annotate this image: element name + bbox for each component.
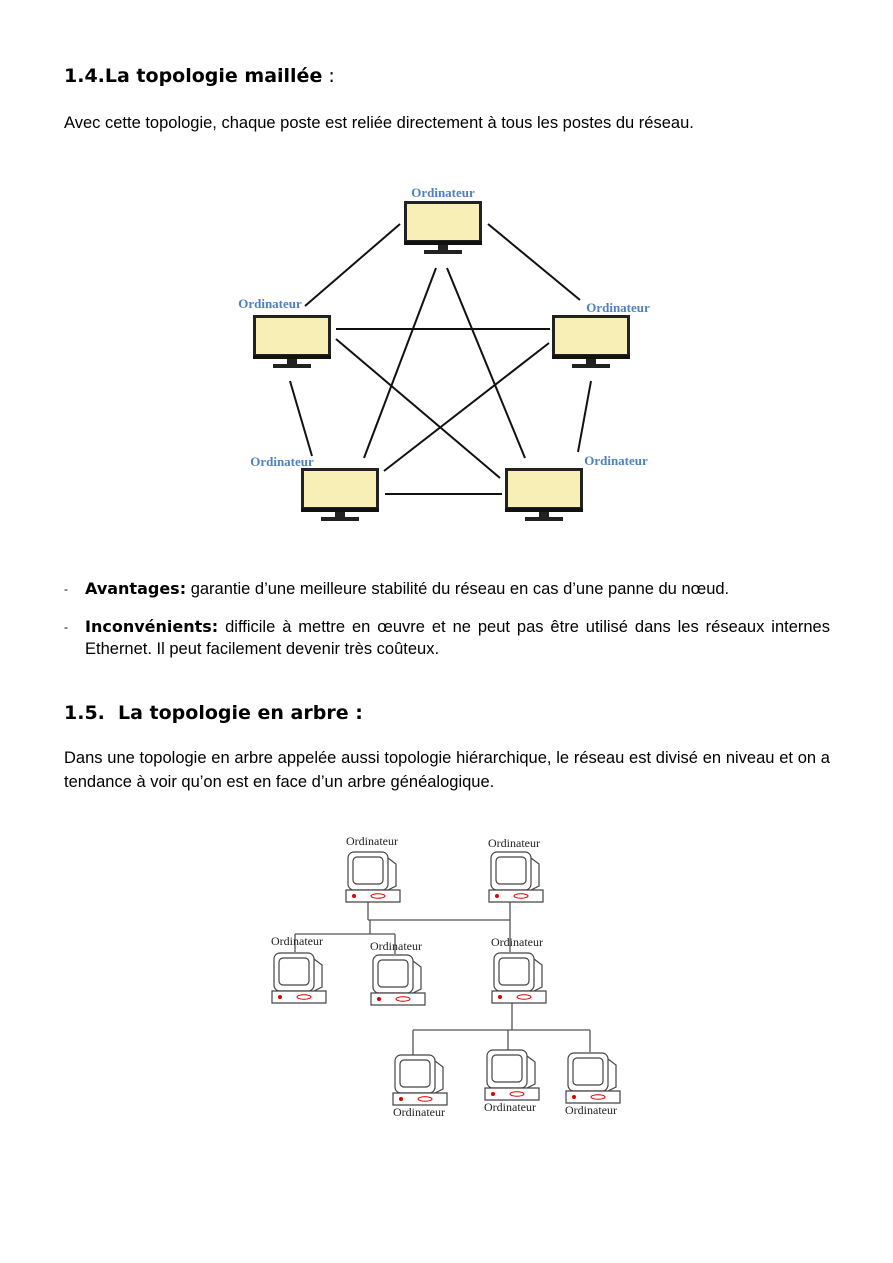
section-number: 1.5. [64, 702, 105, 724]
drawbacks-text: difficile à mettre en œuvre et ne peut p… [85, 618, 830, 658]
mesh-node-bottom-right: Ordinateur [505, 453, 648, 521]
section-title: La topologie en arbre : [118, 702, 363, 724]
tree-node-level3-a: Ordinateur [392, 1054, 448, 1119]
mesh-node-bottom-left: Ordinateur [250, 454, 379, 521]
drawbacks-label: Inconvénients: [85, 617, 219, 636]
tree-links [294, 898, 591, 1055]
mesh-node-top: Ordinateur [404, 185, 482, 254]
tree-node-label: Ordinateur [565, 1103, 617, 1117]
advantages-text: garantie d’une meilleure stabilité du ré… [186, 580, 730, 598]
tree-node-label: Ordinateur [484, 1100, 536, 1114]
bullet-mark: - [64, 620, 68, 634]
tree-node-label: Ordinateur [488, 836, 540, 850]
mesh-node-right: Ordinateur [552, 300, 650, 368]
tree-node-level2-b: Ordinateur [370, 939, 426, 1006]
bullet-mark: - [64, 582, 68, 596]
tree-node-level3-b: Ordinateur [484, 1049, 540, 1114]
mesh-node-label: Ordinateur [411, 185, 475, 200]
tree-node-label: Ordinateur [346, 834, 398, 848]
mesh-node-left: Ordinateur [238, 296, 331, 368]
mesh-node-label: Ordinateur [250, 454, 314, 469]
advantages-label: Avantages: [85, 579, 187, 598]
mesh-node-label: Ordinateur [584, 453, 648, 468]
drawbacks-bullet: - Inconvénients: difficile à mettre en œ… [64, 616, 830, 660]
section-title: La topologie maillée [104, 65, 323, 87]
section-heading-tree: 1.5. La topologie en arbre : [64, 702, 363, 724]
mesh-topology-diagram: Ordinateur Ordinateur Ordinateur Ordinat… [238, 185, 650, 521]
tree-intro-paragraph: Dans une topologie en arbre appelée auss… [64, 749, 830, 791]
tree-node-level2-c: Ordinateur [491, 935, 547, 1004]
section-title-suffix: : [322, 65, 335, 87]
tree-node-label: Ordinateur [370, 939, 422, 953]
tree-node-root-right: Ordinateur [488, 836, 544, 903]
mesh-node-label: Ordinateur [586, 300, 650, 315]
advantages-bullet: - Avantages: garantie d’une meilleure st… [64, 578, 830, 600]
mesh-intro-paragraph: Avec cette topologie, chaque poste est r… [64, 114, 694, 132]
tree-node-level3-c: Ordinateur [565, 1052, 621, 1117]
tree-node-label: Ordinateur [491, 935, 543, 949]
section-number: 1.4. [64, 65, 105, 87]
tree-topology-diagram: Ordinateur Ordinateur Ordinateur Ordinat… [271, 834, 621, 1119]
section-heading-mesh: 1.4.La topologie maillée : [64, 65, 335, 87]
tree-node-root-left: Ordinateur [345, 834, 401, 903]
tree-node-label: Ordinateur [271, 934, 323, 948]
mesh-node-label: Ordinateur [238, 296, 302, 311]
tree-node-level2-a: Ordinateur [271, 934, 327, 1004]
tree-node-label: Ordinateur [393, 1105, 445, 1119]
mesh-links [289, 223, 592, 495]
